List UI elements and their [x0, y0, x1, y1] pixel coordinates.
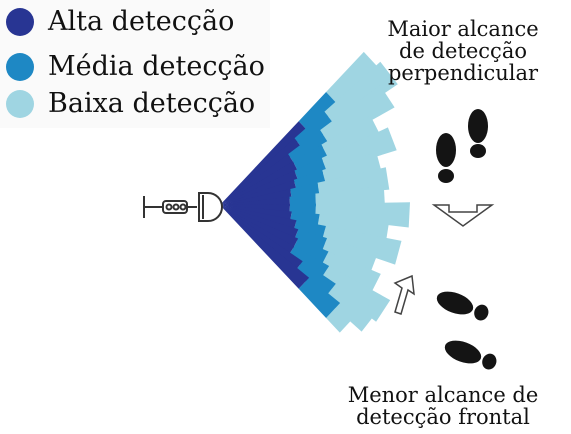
fan-segment-high — [220, 196, 290, 206]
legend-item-high: Alta detecção — [6, 2, 234, 42]
fan-segment-medium — [289, 193, 316, 207]
legend-label-high: Alta detecção — [48, 6, 235, 37]
fan-segment-low — [321, 251, 381, 295]
legend-label-medium: Média detecção — [48, 51, 265, 82]
fan-segment-high — [220, 121, 310, 205]
fan-segment-medium — [288, 130, 330, 164]
fan-segment-high — [220, 161, 299, 205]
fan-segment-high — [220, 179, 297, 205]
legend-item-medium: Média detecção — [6, 47, 265, 87]
fan-segment-low — [320, 266, 391, 322]
fan-segment-medium — [288, 246, 330, 280]
sensor-icon — [143, 192, 223, 222]
fan-segment-high — [220, 205, 303, 272]
fan-segment-low — [322, 226, 402, 265]
fan-segment-low — [321, 238, 378, 275]
caption-perpendicular-line: de detecção — [399, 39, 527, 63]
fan-segment-high — [220, 138, 303, 205]
caption-frontal-line: detecção frontal — [356, 405, 530, 429]
fan-segment-medium — [298, 277, 341, 318]
fan-segment-low — [324, 283, 378, 332]
fan-segment-medium — [294, 111, 336, 149]
fan-segment-low — [322, 151, 382, 184]
fan-segment-high — [220, 205, 310, 289]
caption-perpendicular-line: perpendicular — [387, 61, 539, 85]
caption-perpendicular: Maior alcance de detecção perpendicular — [363, 18, 563, 84]
fan-segment-high — [220, 205, 299, 249]
fan-segment-medium — [293, 220, 326, 240]
hollow-arrow-icon-frontal — [393, 274, 415, 315]
legend: Alta detecção Média detecção Baixa detec… — [0, 0, 270, 128]
fan-segment-low — [324, 61, 398, 127]
footprint-icon-perpendicular — [436, 109, 488, 183]
caption-perpendicular-line: Maior alcance — [387, 17, 539, 41]
hollow-arrow-icon-down — [431, 204, 495, 227]
fan-segment-low — [315, 185, 385, 208]
footprint-icon-frontal — [436, 291, 497, 370]
fan-segment-medium — [293, 144, 329, 172]
fan-segment-medium — [298, 92, 341, 133]
fan-segment-medium — [294, 229, 327, 252]
legend-item-low: Baixa detecção — [6, 84, 255, 124]
fan-segment-high — [220, 154, 295, 205]
fan-segment-low — [326, 303, 356, 333]
caption-frontal-line: Menor alcance de — [347, 383, 539, 407]
fan-segment-low — [321, 115, 381, 159]
caption-frontal: Menor alcance de detecção frontal — [323, 384, 563, 428]
legend-swatch-high — [6, 8, 34, 36]
fan-segment-low — [326, 51, 383, 107]
legend-swatch-medium — [6, 53, 34, 81]
legend-label-low: Baixa detecção — [48, 88, 256, 119]
fan-segment-low — [321, 127, 397, 172]
fan-segment-medium — [294, 158, 327, 181]
fan-segment-low — [320, 85, 395, 144]
fan-segment-medium — [294, 261, 336, 299]
fan-segment-medium — [293, 238, 329, 266]
fan-segment-high — [220, 189, 292, 205]
detection-fan — [220, 51, 410, 333]
legend-swatch-low — [6, 90, 34, 118]
fan-segment-medium — [290, 211, 320, 228]
fan-segment-high — [220, 170, 299, 205]
